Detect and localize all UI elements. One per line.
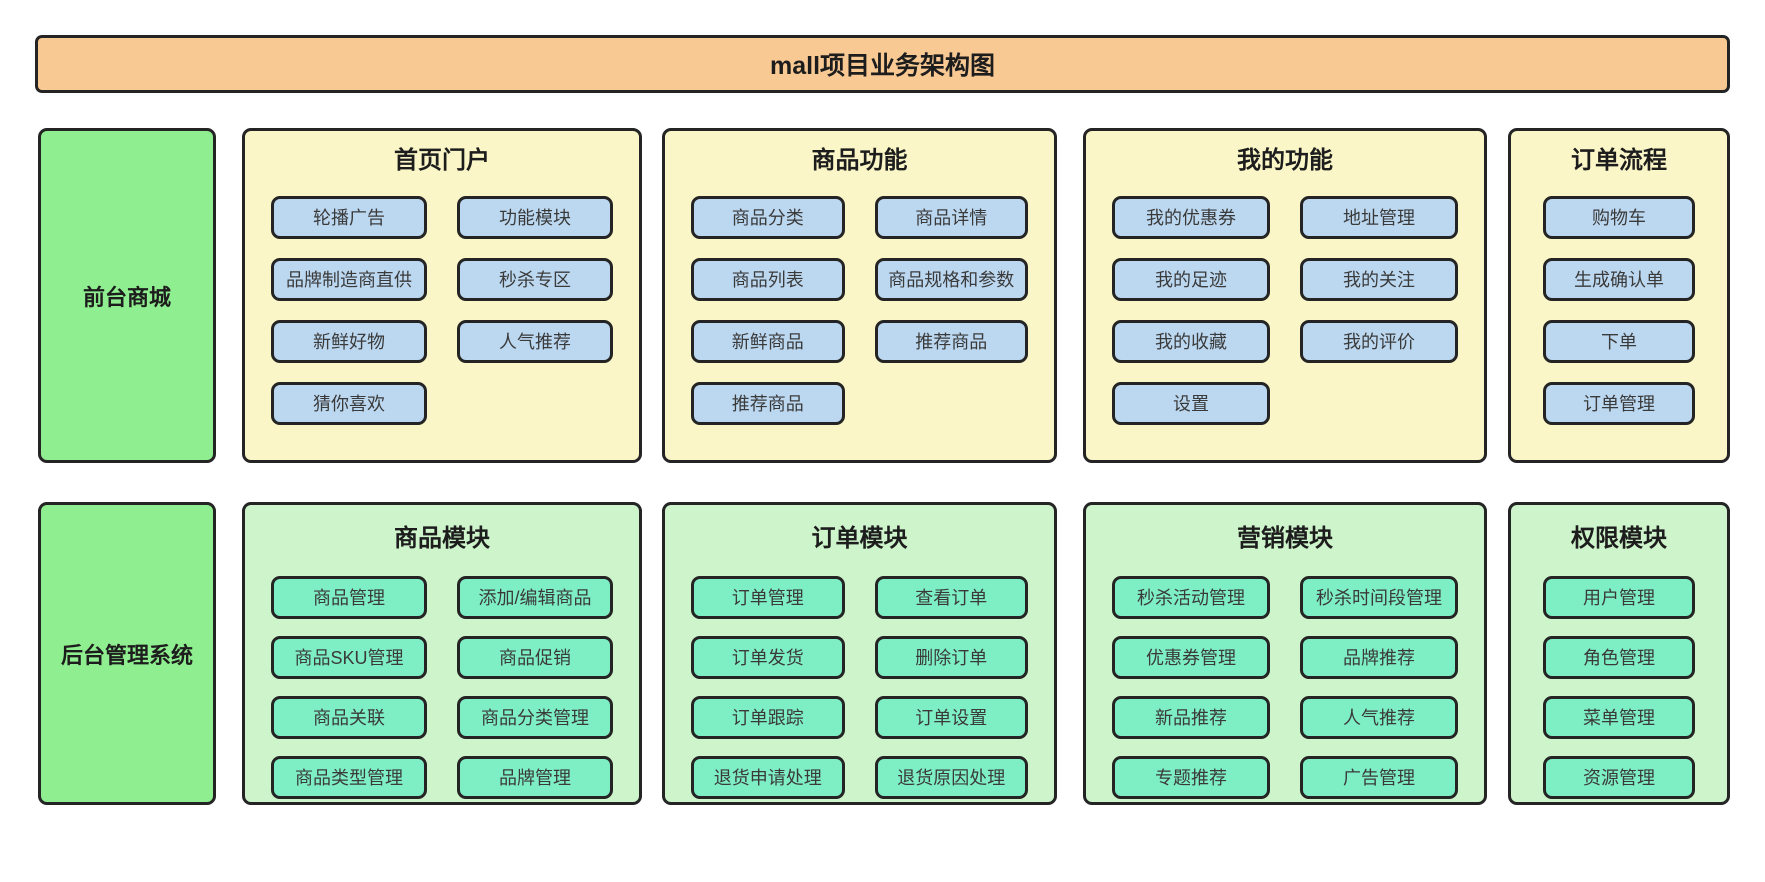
- module-node: 订单管理: [1543, 381, 1695, 425]
- module-node: 广告管理: [1300, 755, 1458, 799]
- module-node: 商品管理: [271, 575, 427, 619]
- module-node: 订单管理: [691, 575, 845, 619]
- node-grid: 购物车生成确认单下单订单管理: [1511, 195, 1727, 425]
- module-node: 人气推荐: [457, 319, 613, 363]
- module-node: 角色管理: [1543, 635, 1695, 679]
- module-node: 退货原因处理: [874, 755, 1028, 799]
- module-node: 秒杀时间段管理: [1300, 575, 1458, 619]
- module-node: 商品SKU管理: [271, 635, 427, 679]
- module-node: 设置: [1112, 381, 1270, 425]
- module-node: 商品关联: [271, 695, 427, 739]
- module-node: 秒杀专区: [457, 257, 613, 301]
- module-node: 专题推荐: [1112, 755, 1270, 799]
- module-node: 商品规格和参数: [874, 257, 1028, 301]
- module-node: 订单设置: [874, 695, 1028, 739]
- panel-my-features: 我的功能 我的优惠券地址管理我的足迹我的关注我的收藏我的评价设置: [1083, 128, 1487, 463]
- panel-order-flow: 订单流程 购物车生成确认单下单订单管理: [1508, 128, 1730, 463]
- module-node: 下单: [1543, 319, 1695, 363]
- module-node: 优惠券管理: [1112, 635, 1270, 679]
- module-node: 我的足迹: [1112, 257, 1270, 301]
- panel-title: 商品模块: [394, 525, 490, 552]
- module-node: 商品分类管理: [457, 695, 613, 739]
- panel-home-portal: 首页门户 轮播广告功能模块品牌制造商直供秒杀专区新鲜好物人气推荐猜你喜欢: [242, 128, 642, 463]
- node-grid: 我的优惠券地址管理我的足迹我的关注我的收藏我的评价设置: [1086, 195, 1484, 425]
- module-node: 新品推荐: [1112, 695, 1270, 739]
- panel-title: 首页门户: [394, 147, 490, 174]
- panel-title: 订单模块: [811, 525, 908, 552]
- node-grid: 秒杀活动管理秒杀时间段管理优惠券管理品牌推荐新品推荐人气推荐专题推荐广告管理: [1086, 575, 1484, 799]
- panel-title: 订单流程: [1571, 147, 1667, 174]
- module-node: 品牌推荐: [1300, 635, 1458, 679]
- panel-product-features: 商品功能 商品分类商品详情商品列表商品规格和参数新鲜商品推荐商品推荐商品: [662, 128, 1057, 463]
- system-label-front-mall: 前台商城: [38, 128, 216, 463]
- module-node: 推荐商品: [691, 381, 845, 425]
- module-node: 秒杀活动管理: [1112, 575, 1270, 619]
- diagram-title: mall项目业务架构图: [35, 35, 1730, 93]
- panel-product-module: 商品模块 商品管理添加/编辑商品商品SKU管理商品促销商品关联商品分类管理商品类…: [242, 502, 642, 805]
- module-node: 人气推荐: [1300, 695, 1458, 739]
- panel-title: 我的功能: [1237, 147, 1333, 174]
- panel-order-module: 订单模块 订单管理查看订单订单发货删除订单订单跟踪订单设置退货申请处理退货原因处…: [662, 502, 1057, 805]
- module-node: 资源管理: [1543, 755, 1695, 799]
- panel-marketing-module: 营销模块 秒杀活动管理秒杀时间段管理优惠券管理品牌推荐新品推荐人气推荐专题推荐广…: [1083, 502, 1487, 805]
- panel-permission-module: 权限模块 用户管理角色管理菜单管理资源管理: [1508, 502, 1730, 805]
- module-node: 我的优惠券: [1112, 195, 1270, 239]
- node-grid: 轮播广告功能模块品牌制造商直供秒杀专区新鲜好物人气推荐猜你喜欢: [245, 195, 639, 425]
- module-node: 删除订单: [874, 635, 1028, 679]
- module-node: 商品列表: [691, 257, 845, 301]
- module-node: 新鲜商品: [691, 319, 845, 363]
- module-node: 用户管理: [1543, 575, 1695, 619]
- module-node: 订单跟踪: [691, 695, 845, 739]
- module-node: 菜单管理: [1543, 695, 1695, 739]
- module-node: 品牌制造商直供: [271, 257, 427, 301]
- module-node: 添加/编辑商品: [457, 575, 613, 619]
- module-node: 推荐商品: [874, 319, 1028, 363]
- node-grid: 商品管理添加/编辑商品商品SKU管理商品促销商品关联商品分类管理商品类型管理品牌…: [245, 575, 639, 799]
- module-node: 查看订单: [874, 575, 1028, 619]
- module-node: 商品类型管理: [271, 755, 427, 799]
- module-node: 我的收藏: [1112, 319, 1270, 363]
- module-node: 我的关注: [1300, 257, 1458, 301]
- module-node: 猜你喜欢: [271, 381, 427, 425]
- module-node: 购物车: [1543, 195, 1695, 239]
- module-node: 轮播广告: [271, 195, 427, 239]
- panel-title: 商品功能: [811, 147, 908, 174]
- module-node: 商品分类: [691, 195, 845, 239]
- module-node: 品牌管理: [457, 755, 613, 799]
- module-node: 退货申请处理: [691, 755, 845, 799]
- module-node: 商品促销: [457, 635, 613, 679]
- node-grid: 商品分类商品详情商品列表商品规格和参数新鲜商品推荐商品推荐商品: [665, 195, 1054, 425]
- panel-title: 营销模块: [1237, 525, 1333, 552]
- module-node: 我的评价: [1300, 319, 1458, 363]
- node-grid: 用户管理角色管理菜单管理资源管理: [1511, 575, 1727, 799]
- module-node: 生成确认单: [1543, 257, 1695, 301]
- module-node: 功能模块: [457, 195, 613, 239]
- module-node: 商品详情: [874, 195, 1028, 239]
- module-node: 订单发货: [691, 635, 845, 679]
- panel-title: 权限模块: [1571, 525, 1667, 552]
- module-node: 地址管理: [1300, 195, 1458, 239]
- node-grid: 订单管理查看订单订单发货删除订单订单跟踪订单设置退货申请处理退货原因处理: [665, 575, 1054, 799]
- module-node: 新鲜好物: [271, 319, 427, 363]
- system-label-back-admin: 后台管理系统: [38, 502, 216, 805]
